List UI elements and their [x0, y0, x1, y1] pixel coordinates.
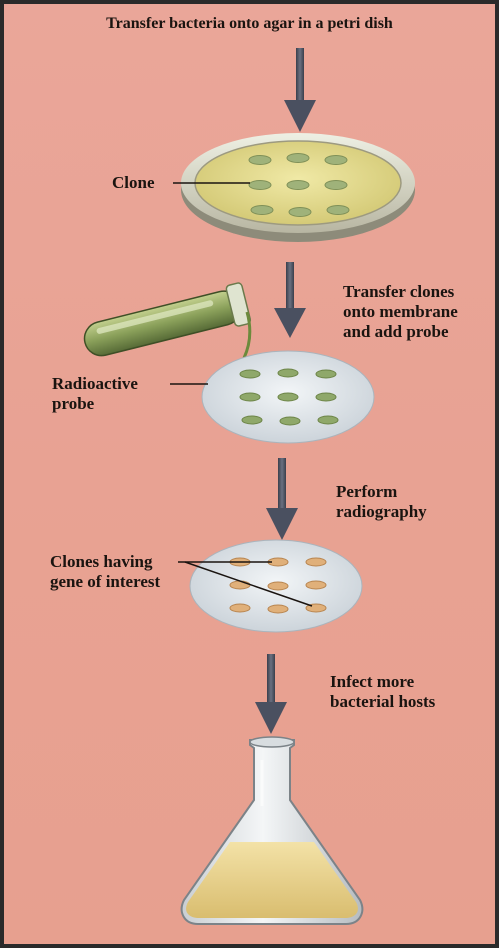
- clones-gene-line-2: gene of interest: [50, 572, 160, 592]
- dish-colonies: [249, 154, 349, 217]
- step-2-text: Transfer clones onto membrane and add pr…: [343, 282, 458, 342]
- step-1-text: Transfer bacteria onto agar in a petri d…: [0, 14, 499, 34]
- step-3-line-2: radiography: [336, 502, 427, 522]
- probe-label-line-1: Radioactive: [52, 374, 138, 394]
- step-2-line-3: and add probe: [343, 322, 458, 342]
- step-4-text: Infect more bacterial hosts: [330, 672, 435, 712]
- arrow-3: [266, 458, 298, 540]
- arrow-1: [284, 48, 316, 132]
- arrow-4: [255, 654, 287, 734]
- flask: [182, 737, 363, 924]
- membrane-colonies: [240, 369, 338, 425]
- probe-label: Radioactive probe: [52, 374, 138, 414]
- step-2-line-1: Transfer clones: [343, 282, 458, 302]
- petri-dish: [181, 133, 415, 242]
- test-tube: [80, 282, 251, 363]
- step-2-line-2: onto membrane: [343, 302, 458, 322]
- arrow-2: [274, 262, 306, 338]
- membrane-orange: [190, 540, 362, 632]
- step-3-text: Perform radiography: [336, 482, 427, 522]
- clones-gene-label: Clones having gene of interest: [50, 552, 160, 592]
- clones-gene-line-1: Clones having: [50, 552, 160, 572]
- membrane-green: [202, 351, 374, 443]
- step-4-line-1: Infect more: [330, 672, 435, 692]
- step-4-line-2: bacterial hosts: [330, 692, 435, 712]
- clone-label: Clone: [112, 173, 155, 193]
- step-3-line-1: Perform: [336, 482, 427, 502]
- flask-liquid: [186, 842, 358, 918]
- probe-label-line-2: probe: [52, 394, 138, 414]
